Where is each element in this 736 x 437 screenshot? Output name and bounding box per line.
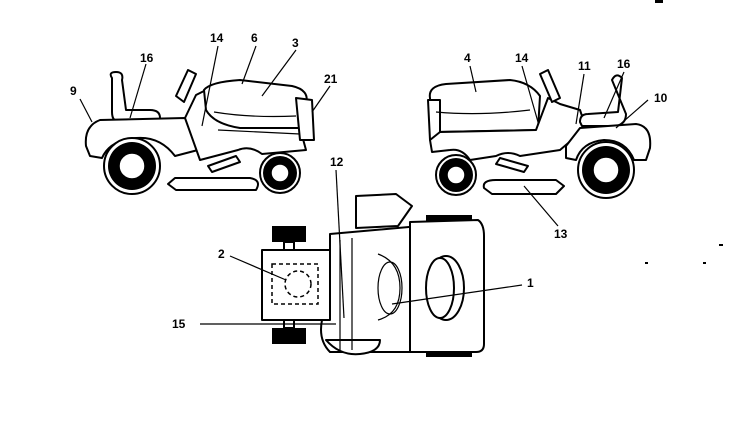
rear-fender-right	[565, 123, 652, 161]
callout-12: 12	[330, 155, 344, 169]
mid-body-top	[320, 225, 421, 353]
grille-left	[295, 97, 315, 141]
steering-top	[355, 193, 413, 229]
callout-21: 21	[324, 72, 338, 86]
steering-wheel-left	[175, 69, 197, 103]
steering-wheel-right	[539, 69, 561, 103]
rear-wheel-top-upper	[272, 226, 306, 242]
scan-marks	[645, 0, 723, 264]
tractor-left-view	[84, 69, 315, 195]
callout-10: 10	[654, 91, 668, 105]
hood-right	[428, 79, 541, 133]
callout-13: 13	[554, 227, 568, 241]
callout-1: 1	[527, 276, 534, 290]
tractor-top-view	[261, 193, 485, 357]
callout-3: 3	[292, 36, 299, 50]
callout-11: 11	[578, 59, 591, 73]
callout-6: 6	[251, 31, 258, 45]
hood-left	[203, 79, 308, 129]
front-wheel-top-lower	[426, 351, 472, 357]
mower-deck-right	[482, 179, 565, 195]
body-right	[429, 97, 587, 161]
callout-14: 14	[210, 31, 224, 45]
callout-4: 4	[464, 51, 471, 65]
callout-16: 16	[617, 57, 631, 71]
callout-14: 14	[515, 51, 529, 65]
seat-left	[109, 71, 161, 123]
rear-wheel-top-lower	[272, 328, 306, 344]
callout-labels: 9 16 14 6 3 21 4 14 11 16 10 13 12 2 15 …	[70, 31, 668, 331]
callout-9: 9	[70, 84, 77, 98]
tractor-right-view	[427, 69, 652, 199]
seat-outline-top	[271, 263, 319, 305]
callout-2: 2	[218, 247, 225, 261]
leader-lines	[79, 45, 649, 325]
callout-16: 16	[140, 51, 154, 65]
mower-deck-left	[167, 177, 259, 191]
callout-15: 15	[172, 317, 186, 331]
front-wheel-top-upper	[426, 215, 472, 221]
